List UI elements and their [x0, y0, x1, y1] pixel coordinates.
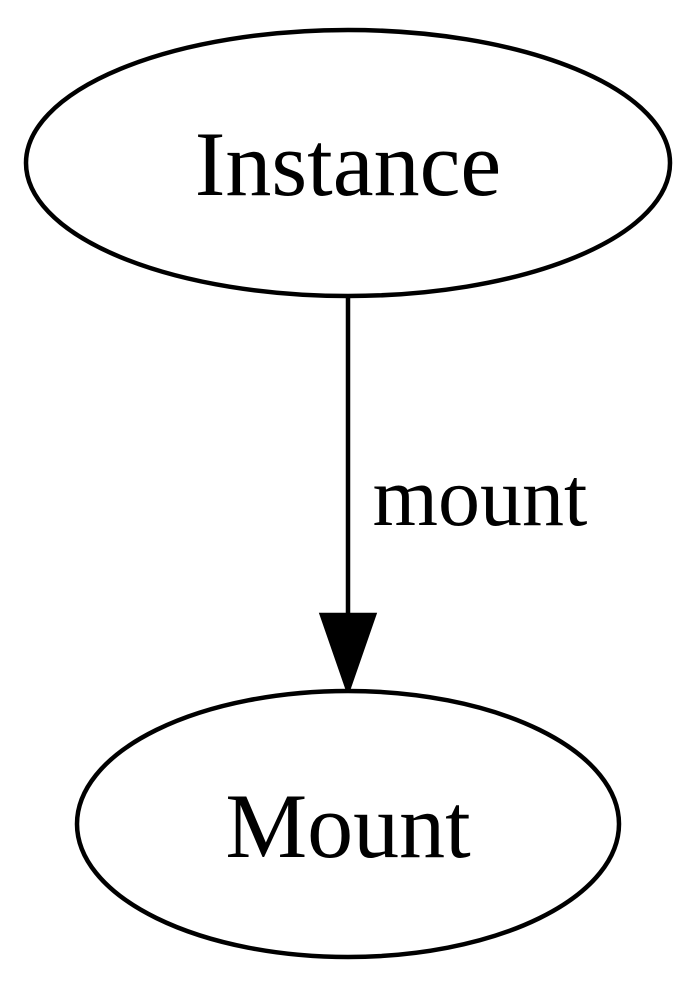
node-mount: Mount [74, 688, 622, 960]
node-instance: Instance [23, 27, 673, 299]
node-mount-label: Mount [225, 775, 471, 877]
node-instance-label: Instance [195, 113, 502, 215]
edge-instance-mount: mount [318, 296, 588, 697]
node-mount-shape [74, 688, 622, 960]
arrow-head-icon [318, 612, 378, 697]
edge-instance-mount-label: mount [373, 451, 588, 544]
